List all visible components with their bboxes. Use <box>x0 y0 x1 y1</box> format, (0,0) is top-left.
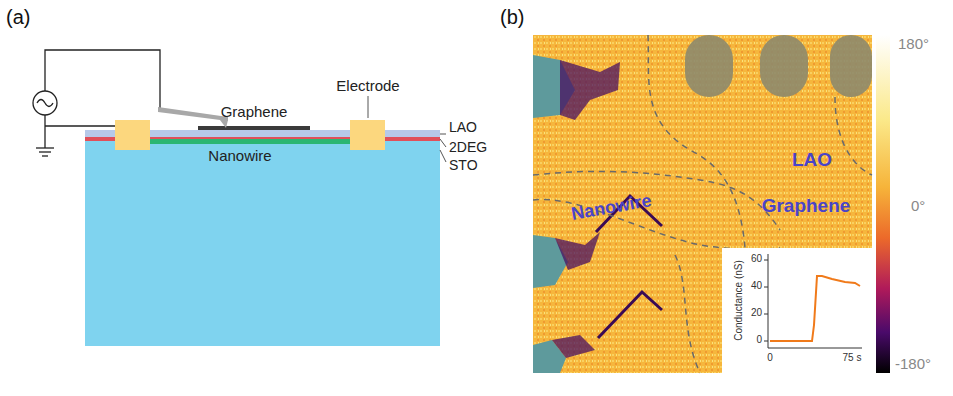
afm-cantilever <box>158 107 228 121</box>
dashed-outline <box>648 35 745 248</box>
part-label: Nanowire <box>208 148 271 165</box>
sto-substrate <box>85 140 440 346</box>
phase-blotch <box>552 335 595 358</box>
leader-line <box>440 134 446 135</box>
axis <box>768 348 862 349</box>
tick-label: 40 <box>751 280 762 291</box>
wire <box>45 125 115 126</box>
electrode <box>350 120 385 150</box>
ac-symbol <box>37 100 53 107</box>
ground-symbol <box>39 151 51 152</box>
colorbar-label: 0° <box>911 198 925 215</box>
part-label: Graphene <box>221 104 288 121</box>
wire <box>44 115 45 148</box>
graphene-flake <box>198 126 310 130</box>
tick-label: 0 <box>767 352 773 363</box>
electrode-region <box>760 35 808 97</box>
axis <box>768 254 769 348</box>
axis-label: Conductance (nS) <box>732 260 743 341</box>
dashed-outline <box>675 255 700 373</box>
ac-source <box>33 91 57 115</box>
phase-image <box>533 35 872 373</box>
part-label: Electrode <box>336 78 399 95</box>
electrode <box>115 120 150 150</box>
tick <box>764 287 768 288</box>
dashed-outline <box>835 97 872 175</box>
layer-label: LAO <box>449 120 477 135</box>
wire <box>45 50 160 108</box>
region-label: LAO <box>792 150 832 171</box>
tick-label: 0 <box>756 334 762 345</box>
colorbar-label: 180° <box>898 36 929 53</box>
tick <box>764 341 768 342</box>
leader-line <box>440 139 446 147</box>
tick <box>764 260 768 261</box>
electrode-region <box>830 35 872 97</box>
panel-label: (b) <box>500 6 524 28</box>
region-label: Graphene <box>762 196 851 217</box>
tick-label: 75 s <box>843 352 862 363</box>
leader-line <box>368 96 369 118</box>
electrode-region <box>685 35 733 97</box>
colorbar <box>876 35 890 373</box>
layer-label: STO <box>449 158 478 173</box>
nanowire <box>118 139 352 144</box>
colorbar-label: -180° <box>895 356 931 373</box>
tick <box>764 314 768 315</box>
phase-blotch <box>560 60 620 120</box>
ground-symbol <box>42 155 48 156</box>
layer-label: 2DEG <box>449 140 487 155</box>
tick-label: 60 <box>751 253 762 264</box>
written-nanowire <box>598 292 662 338</box>
dashed-outline <box>533 200 780 250</box>
phase-blotch <box>555 232 600 270</box>
afm-tip <box>220 120 228 128</box>
ground-symbol <box>36 147 54 148</box>
dashed-outline <box>533 171 780 230</box>
tick-label: 20 <box>751 307 762 318</box>
leader-line <box>440 150 446 162</box>
inset-panel <box>722 248 872 373</box>
conductance-trace <box>770 276 860 341</box>
panel-label: (a) <box>6 6 30 28</box>
